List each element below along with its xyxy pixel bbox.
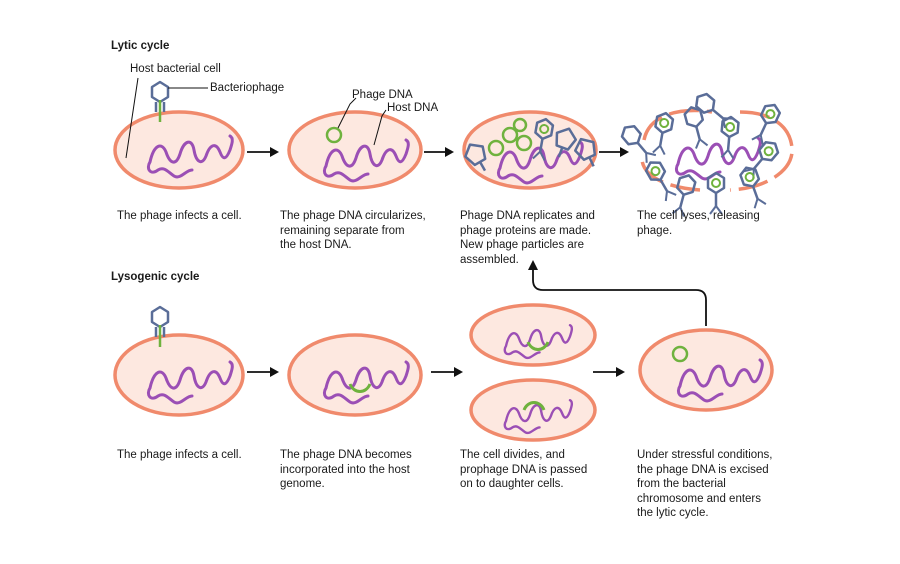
lysogenic-cell-integration (287, 333, 423, 417)
phage-particle-icon (642, 157, 680, 204)
lysogenic-daughter-cell-bottom (469, 378, 597, 442)
lysogenic-cell-excision (638, 328, 774, 412)
lysogenic-caption-1: The phage infects a cell. (117, 449, 242, 461)
lytic-cell-infection (113, 77, 245, 190)
lytic-cell-lysis (617, 89, 794, 219)
phage-dna-circle (487, 139, 505, 157)
phage-particle-icon (706, 171, 726, 216)
integrated-prophage (522, 401, 546, 411)
lysogenic-daughter-cell-top (469, 303, 597, 367)
phage-dna-circle (501, 126, 519, 144)
lysogenic-caption-2: The phage DNA becomes incorporated into … (280, 449, 412, 490)
phage-dna-circle (512, 117, 528, 133)
integrated-prophage (348, 383, 372, 393)
lytic-cell-circularize (287, 97, 423, 190)
excised-phage-dna (671, 345, 689, 363)
lytic-cell-replication (460, 110, 604, 190)
host-dna-leader-line (373, 109, 387, 146)
lysogenic-cell-infection (113, 305, 245, 417)
lysogenic-cycle-title: Lysogenic cycle (111, 271, 200, 283)
host-cell-leader-line (125, 77, 139, 159)
lysogenic-caption-4: Under stressful conditions, the phage DN… (637, 449, 773, 519)
bacteriophage-label: Bacteriophage (210, 82, 285, 94)
phage-dna-circle (325, 126, 343, 144)
integrated-prophage (526, 341, 550, 351)
lysogenic-caption-3: The cell divides, and prophage DNA is pa… (460, 449, 588, 490)
lytic-caption-3: Phage DNA replicates and phage proteins … (460, 210, 595, 266)
lytic-caption-1: The phage infects a cell. (117, 210, 242, 222)
bacteriophage-icon (150, 80, 170, 122)
return-to-lytic-arrow (528, 260, 707, 326)
lytic-caption-4: The cell lyses, releasing phage. (637, 210, 760, 237)
bacteriophage-icon (150, 305, 170, 347)
lytic-caption-2: The phage DNA circularizes, remaining se… (280, 210, 426, 251)
host-dna-label: Host DNA (387, 102, 439, 114)
phage-dna-leader-line (337, 97, 357, 129)
phage-dna-circle (515, 134, 533, 152)
lysogenic-arrows (247, 367, 625, 377)
host-bacterial-cell-label: Host bacterial cell (130, 63, 221, 75)
phage-dna-label: Phage DNA (352, 89, 413, 101)
lytic-arrows (247, 147, 629, 157)
phage-particle-icon (617, 121, 659, 166)
lytic-cycle-title: Lytic cycle (111, 40, 170, 52)
